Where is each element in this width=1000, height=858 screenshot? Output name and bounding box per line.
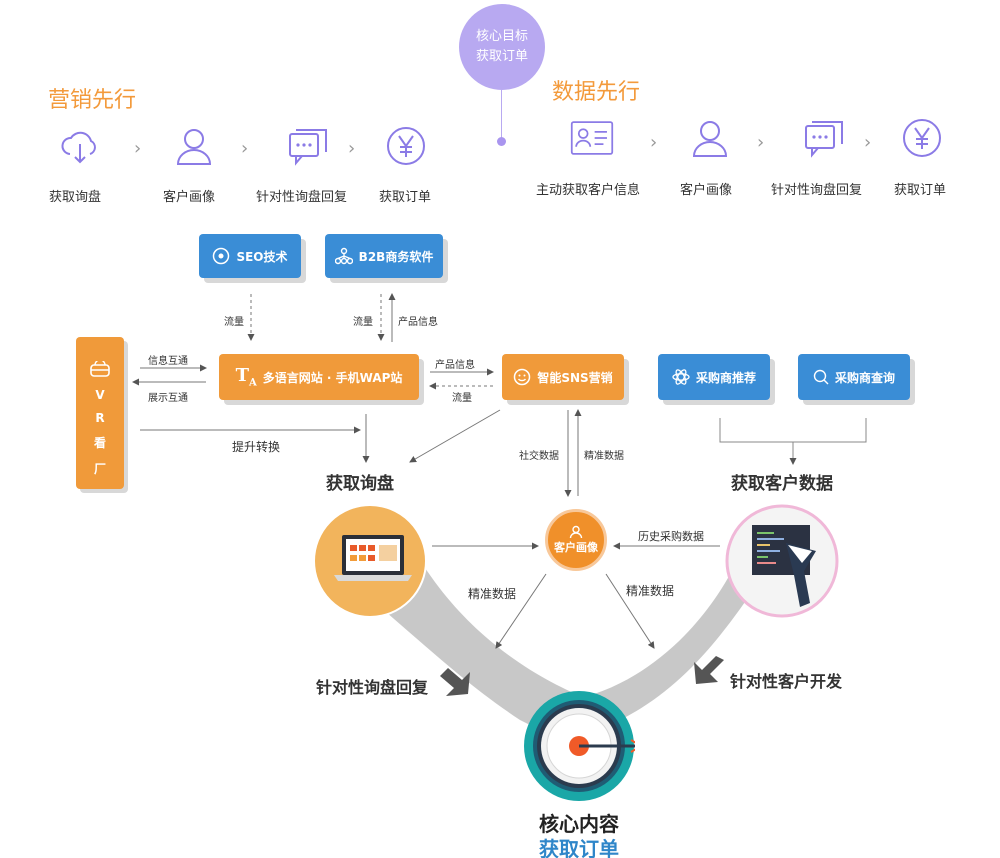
seo-label: SEO技术 — [236, 249, 288, 264]
precise-left-label: 精准数据 — [468, 587, 517, 601]
customer-profile-node: 客户画像 — [545, 509, 607, 571]
cloud-download-icon — [61, 131, 96, 164]
vr-char: V — [95, 388, 105, 402]
upgrade-label: 提升转换 — [232, 440, 281, 454]
marketing-step-label: 针对性询盘回复 — [256, 190, 348, 205]
chevron-right-icon: › — [348, 138, 356, 159]
get-customer-data-title: 获取客户数据 — [731, 474, 833, 494]
profile-label-line2: 画像 — [576, 541, 598, 554]
core-subtitle: 获取订单 — [539, 837, 619, 858]
data-step-label: 主动获取客户信息 — [536, 183, 641, 198]
seo-box: SEO技术 — [199, 234, 301, 278]
marketing-title: 营销先行 — [48, 88, 137, 113]
chevron-right-icon: › — [864, 132, 872, 153]
atom-icon — [672, 369, 690, 385]
core-title: 核心内容 — [539, 812, 619, 836]
buyer-recommend-label: 采购商推荐 — [695, 370, 756, 385]
flow-left-label: 流量 — [452, 393, 472, 404]
data-illustration — [725, 504, 839, 618]
marketing-step-label: 获取询盘 — [49, 190, 102, 205]
translate-icon: TA — [235, 365, 257, 389]
profile-label-line1: 客户 — [554, 541, 576, 554]
user-icon — [692, 121, 728, 157]
marketing-step-label: 获取订单 — [379, 190, 432, 205]
smile-icon — [514, 368, 531, 386]
dev-title: 针对性客户开发 — [730, 672, 843, 691]
chevron-right-icon: › — [134, 138, 142, 159]
b2b-flow-label: 流量 — [353, 317, 373, 328]
buyer-query-label: 采购商查询 — [834, 370, 895, 385]
chevron-right-icon: › — [650, 132, 658, 153]
goal-line1: 核心目标 — [475, 29, 528, 44]
data-step-label: 获取订单 — [894, 183, 947, 198]
buyer-query-box: 采购商查询 — [798, 354, 910, 400]
sns-label: 智能SNS营销 — [537, 370, 613, 385]
social-data-label: 社交数据 — [519, 451, 559, 462]
product-info-up-label: 产品信息 — [398, 317, 438, 328]
reply-title: 针对性询盘回复 — [316, 678, 429, 697]
network-icon — [334, 247, 353, 265]
sns-box: 智能SNS营销 — [502, 354, 624, 400]
yen-icon — [387, 127, 425, 165]
id-card-icon — [570, 121, 614, 155]
chat-icon — [289, 129, 327, 166]
display-exchange-label: 展示互通 — [148, 393, 188, 404]
laptop-illustration — [313, 504, 427, 618]
vr-char: 看 — [93, 436, 106, 450]
vr-char: R — [95, 411, 105, 425]
core-goal-bubble: 核心目标 获取订单 — [459, 4, 545, 90]
product-info-right-label: 产品信息 — [435, 360, 475, 371]
user-icon — [176, 129, 212, 165]
seo-flow-label: 流量 — [224, 317, 244, 328]
data-step-label: 针对性询盘回复 — [771, 183, 863, 198]
yen-icon — [903, 119, 941, 157]
history-data-label: 历史采购数据 — [638, 530, 704, 543]
chevron-right-icon: › — [241, 138, 249, 159]
b2b-box: B2B商务软件 — [325, 234, 443, 278]
search-icon — [813, 369, 829, 385]
chat-icon — [805, 121, 843, 158]
vr-char: 厂 — [93, 462, 106, 476]
user-icon — [569, 525, 583, 539]
target-icon — [213, 247, 230, 265]
info-exchange-label: 信息互通 — [148, 356, 188, 367]
chevron-right-icon: › — [757, 132, 765, 153]
precise-right-label: 精准数据 — [626, 584, 675, 598]
marketing-step-label: 客户画像 — [163, 190, 216, 205]
goal-line2: 获取订单 — [475, 49, 528, 64]
data-first-title: 数据先行 — [552, 80, 641, 105]
buyer-recommend-box: 采购商推荐 — [658, 354, 770, 400]
precise-data-top-label: 精准数据 — [584, 451, 624, 462]
website-label: 多语言网站 · 手机WAP站 — [262, 370, 403, 385]
target-illustration — [524, 691, 635, 801]
goal-connector — [501, 90, 502, 140]
goal-connector-dot — [497, 137, 506, 146]
b2b-label: B2B商务软件 — [358, 249, 434, 264]
vr-factory-box: V R 看 厂 — [76, 337, 124, 489]
vr-headset-icon — [90, 361, 110, 377]
website-box: TA 多语言网站 · 手机WAP站 — [219, 354, 419, 400]
data-step-label: 客户画像 — [680, 183, 733, 198]
get-inquiry-title: 获取询盘 — [326, 474, 394, 494]
